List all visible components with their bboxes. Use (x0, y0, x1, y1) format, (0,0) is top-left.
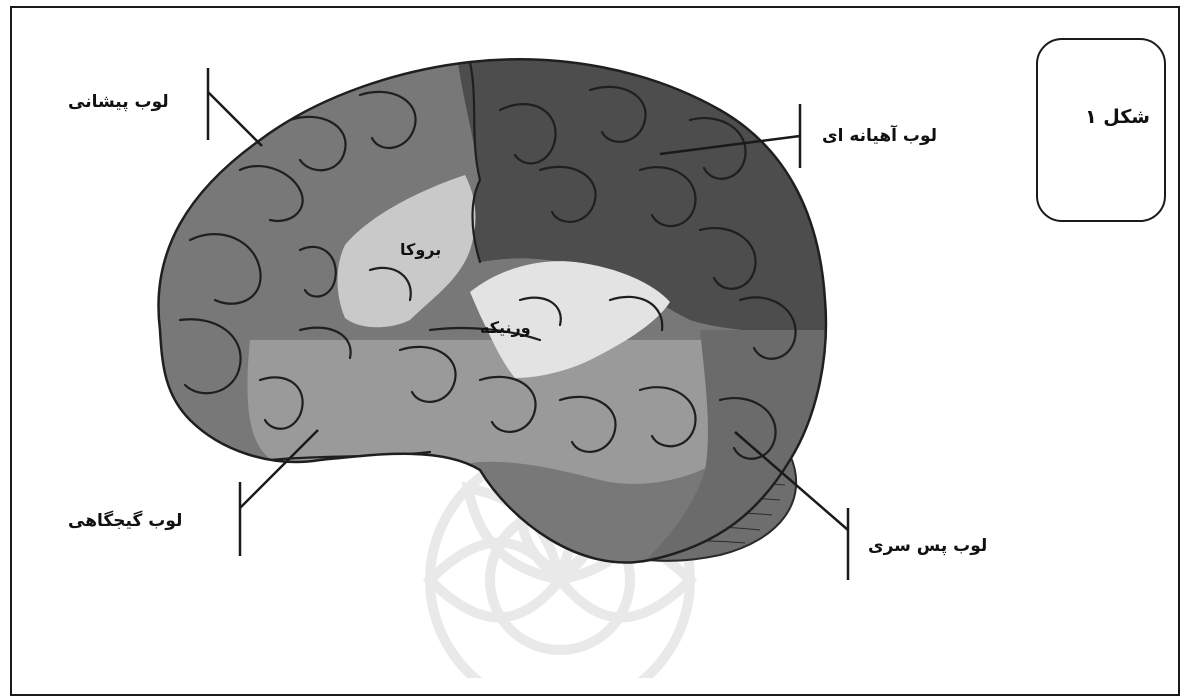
figure-caption: شکل ۱ (1085, 106, 1150, 128)
temporal-lobe-label: لوب گیجگاهی (68, 511, 182, 531)
frontal-lobe-label: لوب پیشانی (68, 92, 169, 112)
figure-number-box: شکل ۱ (1036, 38, 1166, 222)
frontal-leader-line (208, 92, 262, 146)
broca-area-label: بروکا (400, 240, 441, 259)
wernicke-area-label: ورنیکه (480, 318, 531, 337)
parietal-lobe-label: لوب آهیانه ای (822, 126, 937, 146)
occipital-lobe-label: لوب پس سری (868, 536, 987, 556)
brain-diagram (0, 0, 1184, 678)
